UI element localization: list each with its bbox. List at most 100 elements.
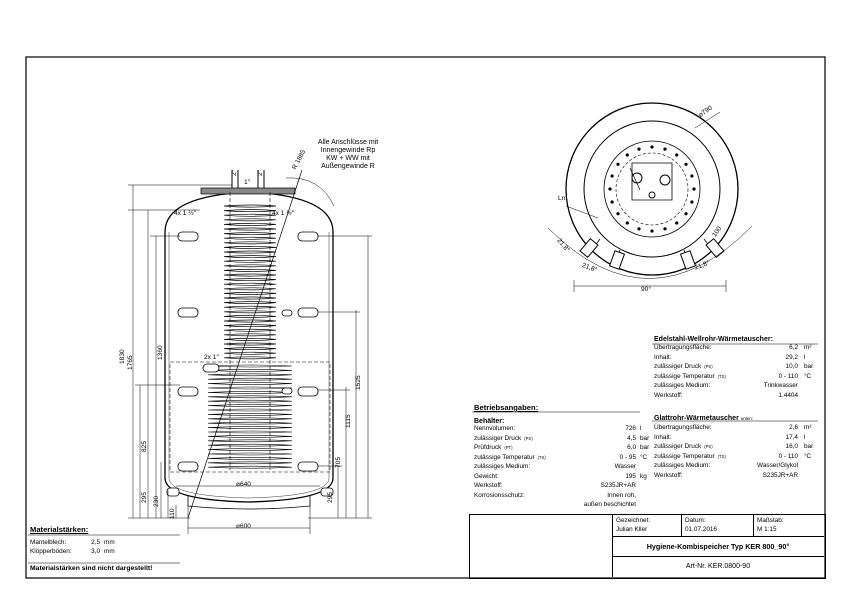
coil-turn [207,373,293,377]
coil-turn [207,439,293,443]
coil-turn [223,241,277,245]
note-line: KW + WW mit [326,155,370,163]
date-value: 01.07.2016 [685,526,717,533]
coil-turn [223,213,277,217]
conn-top-1: 1" [244,179,251,186]
bolt-hole [650,229,654,233]
coil-turn [223,223,277,226]
table-row-unit: °C [804,452,812,460]
edelstahl-title: Edelstahl-Wellrohr-Wärmetauscher: [654,336,773,343]
coil-turn [207,426,293,429]
table-row-value: S235JR+AR [762,471,798,479]
height-825: 825 [141,440,148,452]
bolt-hole [650,145,654,149]
coil-turn [207,465,293,469]
coil-turn [223,209,277,213]
title-block-divider [612,556,824,557]
row-label-text: zulässiger Druck [654,443,702,450]
table-row-value: 0 - 110 [778,372,798,380]
row-label-text: Inhalt: [654,433,672,441]
row-label-sub: (TS) [717,453,726,459]
material-row-label: Mantelblech: [30,539,67,546]
coil-turn [223,342,277,346]
table-row-label: zulässige Temperatur(TS) [654,372,726,380]
drawn-by-value: Julian Kller [616,526,648,533]
coil-turn [223,227,277,231]
lower-coil-dashed-box [169,361,331,473]
bolt-hole [675,153,679,157]
table-row-value: Wasser [614,463,636,470]
row-label-sub: (PS) [704,364,713,369]
connections-note: Alle Anschlüsse mit Innengewinde Rp KW +… [298,139,398,171]
coil-turn [207,452,293,456]
table-row-unit: l [804,353,806,361]
row-label-sub: (TS) [717,373,726,379]
coil-turn [223,338,277,341]
bolt-hole [684,212,688,216]
heat-exchanger-coil-upper [223,204,277,360]
table-row-label: Werkstoff: [654,392,686,399]
side-connections [166,231,334,497]
coil-turn [223,347,277,351]
conn-top-left: 2" [231,169,238,176]
bolt-hole [675,221,679,225]
betrieb-title: Betriebsangaben: [474,403,539,412]
table-row-label: zulässiger Druck(PS) [654,443,713,450]
table-row-value: 726 [625,425,636,432]
table-row-label: zulässiges Medium: [654,382,713,389]
coil-turn [207,377,293,381]
coil-turn [207,382,293,385]
coil-turn [207,364,293,368]
table-row-value: außen beschichtet [583,501,636,508]
row-label-text: zulässige Temperatur [474,453,535,461]
coil-turn [207,448,293,451]
table-row-label: zulässiges Medium: [654,462,713,469]
height-1115: 1115 [345,414,352,428]
coil-turn [207,395,293,399]
table-row-label: zulässiger Druck(PS) [654,363,713,370]
coil-turn [223,292,277,295]
bolt-hole [637,147,641,151]
tank-side-view [164,169,335,519]
coil-turn [207,369,293,372]
coil-turn [207,421,293,425]
glattrohr-title: Glattrohr-Wärmetauscher unten: [654,415,753,422]
coil-turn [223,273,277,277]
bolt-hole [616,212,620,216]
table-row-label: Nennvolumen: [474,425,518,432]
table-row-value: Trinkwasser [763,382,798,389]
title-block-divider [612,514,613,577]
bolt-hole [608,187,612,191]
coil-turn [223,232,277,236]
row-label-text: Korrosionsschutz: [474,491,525,499]
row-label-text: zulässiger Druck [654,363,702,370]
coil-turn [223,305,277,309]
coil-turn [223,204,277,208]
table-row-unit: kg [640,472,647,480]
table-row-unit: l [640,425,642,432]
row-label-sub: (TS) [537,454,546,460]
note-line: Alle Anschlüsse mit [317,139,379,146]
flange-bolts [608,145,696,233]
conn-2x: 2x 1" [204,354,219,361]
height-1830: 1830 [119,349,126,364]
row-label-text: zulässiges Medium: [474,463,531,470]
conn-4x-right: 4x 1 ½" [272,210,295,217]
title-block-divider [753,514,754,536]
table-row-value: 10,0 [785,363,798,370]
coil-turn [223,264,277,268]
material-title: Materialstärken: [30,525,89,534]
table-row-unit: l [804,433,806,441]
coil-turn [207,430,293,434]
table-row-value: 16,0 [785,443,798,450]
conn-top-right: 2" [257,169,264,176]
table-row-unit: m² [804,344,812,351]
row-label-text: Werkstoff: [474,482,503,489]
coil-turn [207,461,293,465]
row-label-text: zulässige Temperatur [654,372,715,380]
coil-turn [207,413,293,416]
tank-top-view [547,102,753,292]
coil-turn [223,356,277,360]
row-label-text: zulässiges Medium: [654,382,711,389]
coil-turn [223,255,277,259]
